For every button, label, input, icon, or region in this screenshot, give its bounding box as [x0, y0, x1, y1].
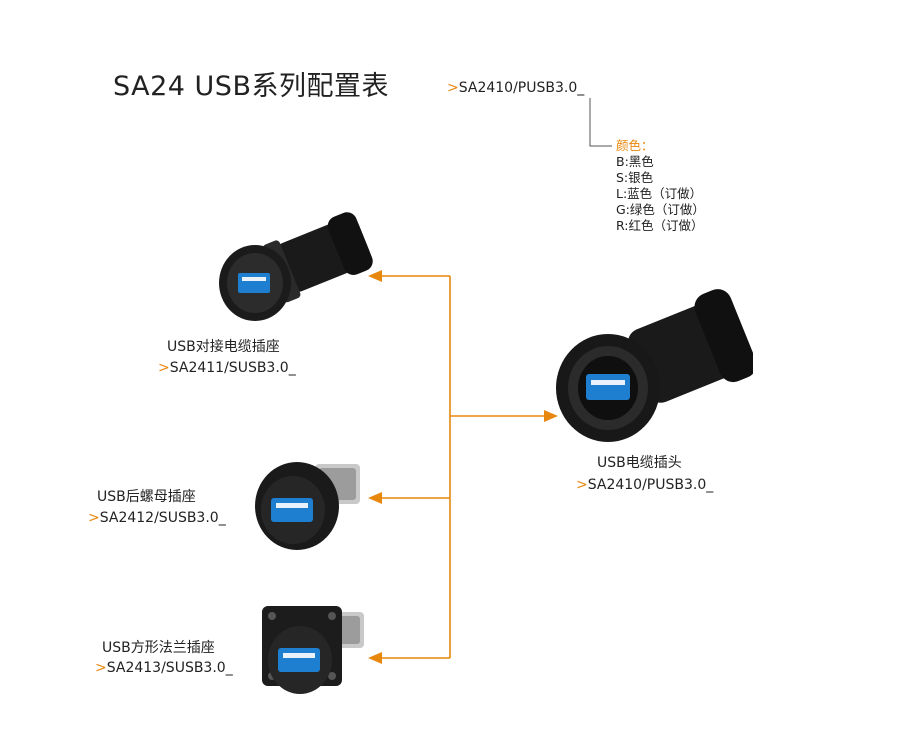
color-option-silver: S:银色	[616, 170, 654, 185]
arrow-coupler-icon	[368, 270, 382, 282]
coupler-receptacle-image	[219, 212, 373, 321]
color-option-black: B:黑色	[616, 154, 654, 169]
product-rear-nut-name: USB后螺母插座	[97, 489, 196, 505]
part-number-code: SA2410/PUSB3.0_	[458, 80, 585, 96]
product-flange-code-text: SA2413/SUSB3.0_	[106, 660, 233, 676]
product-coupler-code: >SA2411/SUSB3.0_	[158, 360, 296, 376]
product-rear-nut-prefix: >	[88, 510, 100, 526]
legend-bracket-line	[589, 98, 612, 147]
product-plug-code-text: SA2410/PUSB3.0_	[587, 477, 714, 493]
rear-nut-receptacle-image	[255, 462, 360, 550]
part-number: >SA2410/PUSB3.0_	[447, 80, 584, 96]
color-option-blue: L:蓝色（订做）	[616, 186, 703, 201]
product-coupler-name: USB对接电缆插座	[167, 339, 280, 355]
page-title: SA24 USB系列配置表	[113, 71, 389, 102]
color-option-red: R:红色（订做）	[616, 218, 704, 233]
product-plug-code: >SA2410/PUSB3.0_	[576, 477, 713, 493]
square-flange-receptacle-image	[262, 606, 364, 694]
arrow-rear-nut-icon	[368, 492, 382, 504]
product-coupler-code-text: SA2411/SUSB3.0_	[169, 360, 296, 376]
product-rear-nut-code: >SA2412/SUSB3.0_	[88, 510, 226, 526]
product-flange-prefix: >	[95, 660, 107, 676]
color-legend: 颜色： B:黑色 S:银色 L:蓝色（订做） G:绿色（订做） R:红色（订做）	[616, 138, 705, 234]
product-plug-name: USB电缆插头	[597, 455, 682, 471]
product-rear-nut-code-text: SA2412/SUSB3.0_	[99, 510, 226, 526]
arrow-plug-icon	[544, 410, 558, 422]
product-coupler-prefix: >	[158, 360, 170, 376]
cable-plug-image	[556, 289, 753, 442]
product-plug-prefix: >	[576, 477, 588, 493]
product-flange-code: >SA2413/SUSB3.0_	[95, 660, 233, 676]
color-option-green: G:绿色（订做）	[616, 202, 705, 217]
color-legend-heading: 颜色：	[616, 138, 654, 153]
arrow-flange-icon	[368, 652, 382, 664]
product-flange-name: USB方形法兰插座	[102, 640, 215, 656]
part-number-prefix: >	[447, 80, 459, 96]
